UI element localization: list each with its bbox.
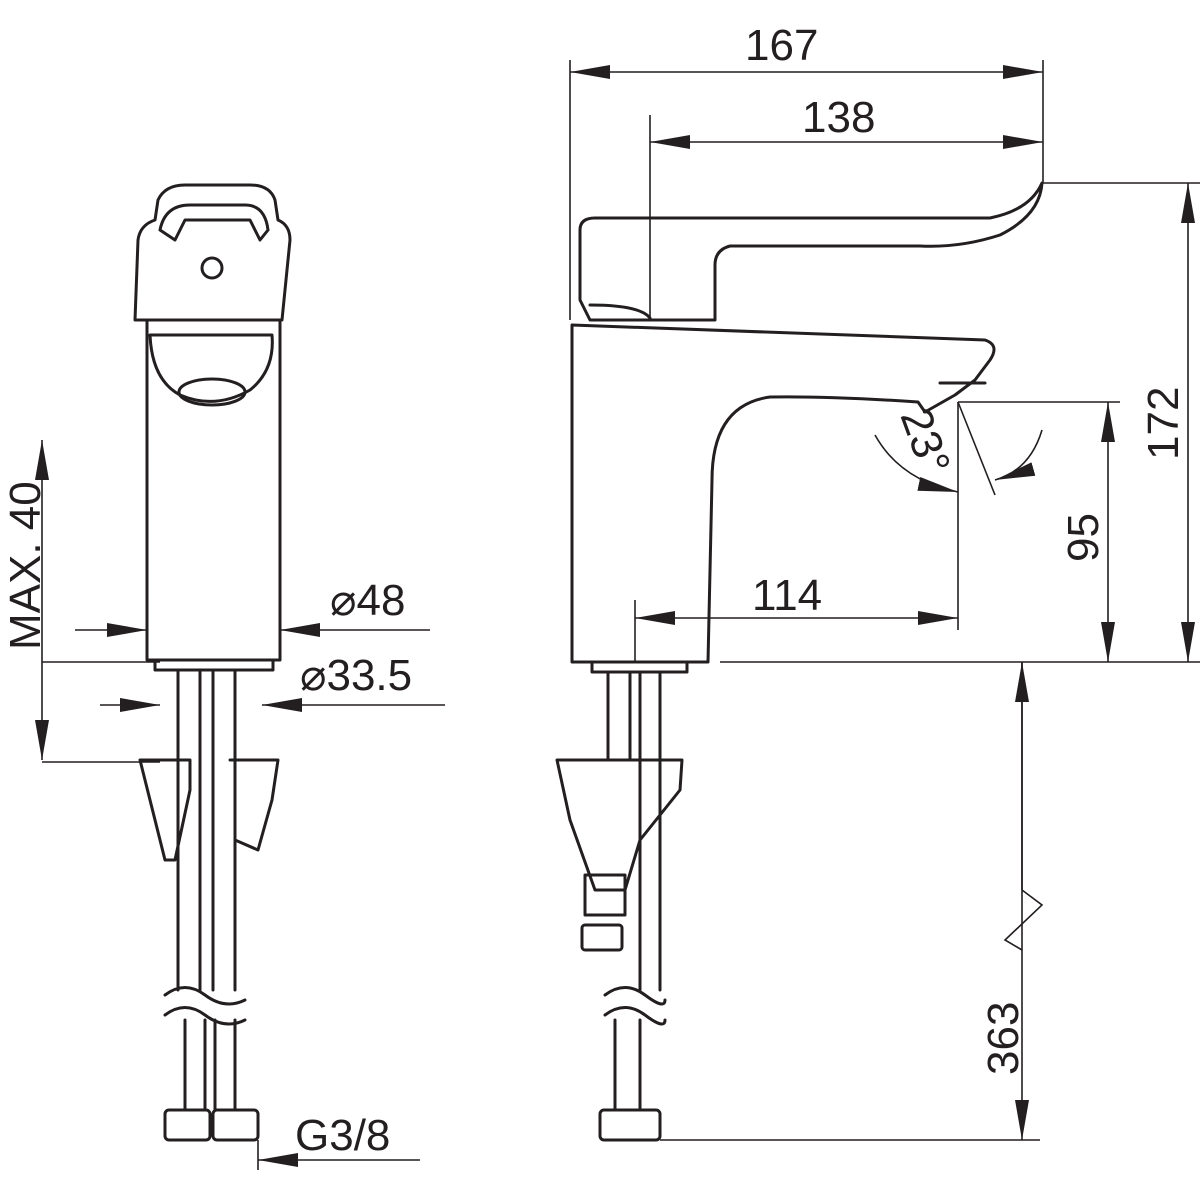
side-body xyxy=(570,323,996,664)
front-handle xyxy=(133,183,292,322)
side-lever xyxy=(578,181,1044,322)
front-body xyxy=(145,318,282,662)
spout-angle-label: 23° xyxy=(891,402,960,481)
thread-label: G3/8 xyxy=(295,1111,390,1160)
lever-length-label: 138 xyxy=(802,93,875,142)
spout-height-label: 95 xyxy=(1059,513,1108,562)
overall-height-label: 172 xyxy=(1139,387,1188,460)
shank-diameter-label: ⌀33.5 xyxy=(300,651,412,700)
max-thickness-label: MAX. 40 xyxy=(1,481,50,650)
front-view: ⌀48 ⌀33.5 MAX. 40 G3/8 xyxy=(1,183,445,1170)
overall-length-label: 167 xyxy=(745,21,818,70)
front-handle-screw xyxy=(200,256,224,280)
hose-length-label: 363 xyxy=(979,1002,1028,1075)
spout-reach-label: 114 xyxy=(752,571,822,620)
front-aerator xyxy=(177,377,247,407)
side-view: 167 138 172 95 114 23° 363 xyxy=(555,21,1200,1142)
body-diameter-label: ⌀48 xyxy=(330,576,405,625)
